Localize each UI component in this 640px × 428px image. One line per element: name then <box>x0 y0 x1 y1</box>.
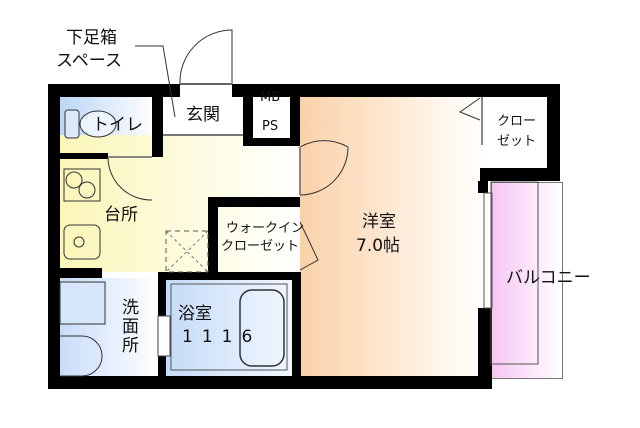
wall-balcony-upper <box>478 181 488 193</box>
wall-toilet-bottom <box>60 153 108 159</box>
ps-label: PS <box>262 119 279 134</box>
mb-label: MB <box>260 90 281 105</box>
closet-label-line1: クロー <box>497 114 537 129</box>
wall-balcony-lower <box>478 308 492 389</box>
western-room-name-label: 洋室 <box>362 212 396 232</box>
balcony-label: バルコニー <box>506 268 591 288</box>
closet-room <box>487 97 547 167</box>
bathroom-size-label: 1116 <box>182 327 262 347</box>
wall-top-left <box>48 84 180 97</box>
bathroom-room <box>165 278 293 376</box>
wall-kitchen-washroom <box>60 268 102 278</box>
wall-left <box>48 84 60 389</box>
wall-closet-right <box>547 84 560 181</box>
kitchen-label: 台所 <box>104 205 138 225</box>
wall-bath-right <box>292 272 301 377</box>
walkin-closet-label-line2: クローゼット <box>221 239 300 254</box>
entrance-label: 玄関 <box>186 105 220 125</box>
wall-bath-top <box>158 272 300 280</box>
entrance-room <box>163 97 243 135</box>
shoebox-annotation-line1: 下足箱 <box>66 28 117 48</box>
wall-bottom <box>48 376 492 389</box>
wall-ps-right <box>290 97 300 145</box>
wall-closet-bottom <box>480 168 560 181</box>
wall-mb-ps-left <box>243 97 253 145</box>
wall-wic-top <box>208 197 300 207</box>
washroom-label: 洗面所 <box>118 298 138 355</box>
bathroom-name-label: 浴室 <box>178 304 212 324</box>
western-room-size-label: 7.0帖 <box>356 236 401 256</box>
wall-top-right <box>232 84 560 97</box>
western-room <box>300 97 485 377</box>
toilet-label: トイレ <box>92 115 143 135</box>
balcony-area <box>491 182 563 379</box>
closet-label-line2: ゼット <box>497 134 537 149</box>
walkin-closet-label-line1: ウォークイン <box>226 221 305 236</box>
wall-wic-left <box>208 197 218 277</box>
wall-toilet-right <box>152 97 163 157</box>
wall-mb-ps-bottom <box>243 138 300 146</box>
shoebox-annotation-line2: スペース <box>56 51 122 71</box>
